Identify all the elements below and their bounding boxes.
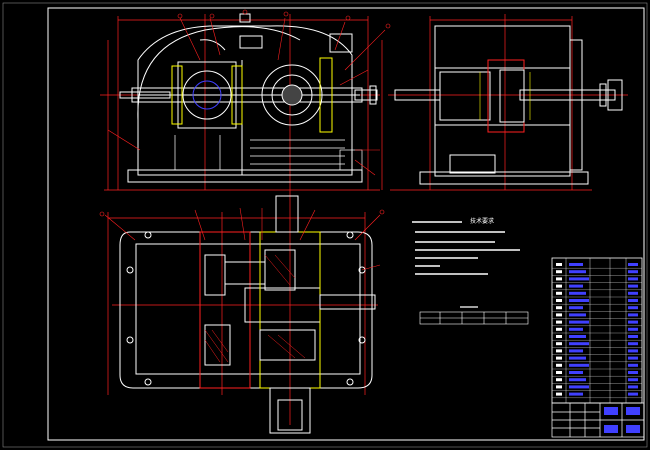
parts-list-row-number: [556, 335, 562, 338]
parts-list-row-text: [569, 349, 583, 353]
parts-list-row-text: [569, 291, 586, 295]
parts-list-row-text: [569, 270, 586, 274]
parts-list-row-text: [569, 378, 586, 382]
parts-list-row-text: [569, 371, 583, 374]
front-view-leaders: [107, 17, 386, 176]
plan-view-bolt-holes: [126, 231, 366, 386]
parts-list-row-material: [628, 277, 638, 281]
parts-list-row-number: [556, 392, 562, 396]
plan-view: [104, 195, 381, 434]
parts-list-row-material: [628, 306, 638, 310]
plan-view-hatching: [204, 254, 306, 363]
parts-list-row-number: [556, 299, 562, 302]
parts-list-row-material: [628, 327, 638, 331]
tech-requirements-lines: [412, 221, 520, 275]
tech-requirements-title: 技术要求: [470, 217, 494, 225]
plan-view-gear-shafts: [199, 231, 376, 389]
plan-view-leaders: [104, 207, 381, 271]
front-view: [100, 13, 386, 200]
parts-list-row-number: [556, 385, 562, 389]
parts-list-row-text: [569, 342, 589, 346]
parts-list-row-text: [569, 306, 583, 310]
parts-list-row-number: [556, 356, 562, 360]
front-view-left-bearing: [171, 61, 243, 129]
parts-list-row-text: [569, 363, 589, 367]
parts-list-row-material: [628, 299, 638, 302]
side-view-housing: [419, 25, 589, 185]
parts-list-row-number: [556, 306, 562, 310]
parts-list-row-text: [569, 284, 583, 288]
tech-requirements-block: 技术要求: [412, 217, 520, 275]
parts-list: [551, 257, 643, 404]
side-view-dimensions: [388, 14, 628, 191]
plan-view-output-shaft: [269, 195, 311, 434]
front-view-shaft-left: [119, 91, 171, 99]
parts-list-row-material: [628, 320, 638, 324]
parts-list-row-material: [628, 385, 638, 389]
front-view-cover-arc: [137, 26, 301, 121]
parameter-table: [419, 306, 529, 325]
parts-list-rows: [552, 263, 642, 398]
part-balloons: [99, 9, 391, 217]
parts-list-row-number: [556, 277, 562, 281]
parts-list-row-number: [556, 349, 562, 353]
parts-list-row-number: [556, 320, 562, 324]
parts-list-row-text: [569, 320, 589, 324]
parts-list-row-number: [556, 363, 562, 367]
plan-view-housing: [119, 231, 373, 389]
parts-list-row-material: [628, 378, 638, 382]
parts-list-row-material: [628, 291, 638, 295]
parts-list-row-text: [569, 277, 589, 281]
parts-list-row-text: [569, 356, 586, 360]
parts-list-row-number: [556, 263, 562, 266]
front-view-housing: [127, 13, 363, 183]
front-view-ribs: [174, 135, 363, 171]
parts-list-row-text: [569, 263, 583, 266]
parts-list-row-material: [628, 392, 638, 396]
parts-list-row-material: [628, 284, 638, 288]
parts-list-row-number: [556, 342, 562, 346]
title-block: [551, 402, 645, 438]
parts-list-row-text: [569, 385, 589, 389]
parts-list-row-text: [569, 335, 586, 338]
parts-list-row-text: [569, 313, 586, 317]
parts-list-row-text: [569, 392, 583, 396]
front-view-right-bearing: [261, 57, 333, 133]
front-view-shaft-right: [354, 85, 378, 105]
parts-list-row-material: [628, 342, 638, 346]
side-view-inner-lines: [479, 72, 531, 120]
parts-list-row-material: [628, 363, 638, 367]
side-view-gear-section: [439, 59, 525, 133]
parts-list-row-number: [556, 371, 562, 374]
parts-list-row-number: [556, 378, 562, 382]
parts-list-row-material: [628, 313, 638, 317]
parts-list-row-number: [556, 313, 562, 317]
parts-list-row-number: [556, 327, 562, 331]
side-view: [388, 14, 628, 191]
parts-list-row-material: [628, 349, 638, 353]
parts-list-row-text: [569, 299, 589, 302]
parts-list-row-material: [628, 371, 638, 374]
parts-list-row-material: [628, 335, 638, 338]
parts-list-row-text: [569, 327, 583, 331]
parts-list-row-material: [628, 263, 638, 266]
parts-list-row-material: [628, 270, 638, 274]
plan-view-dimensions: [107, 200, 378, 425]
parts-list-row-number: [556, 270, 562, 274]
parts-list-row-number: [556, 284, 562, 288]
parts-list-row-number: [556, 291, 562, 295]
side-view-shaft: [394, 79, 623, 111]
parts-list-row-material: [628, 356, 638, 360]
